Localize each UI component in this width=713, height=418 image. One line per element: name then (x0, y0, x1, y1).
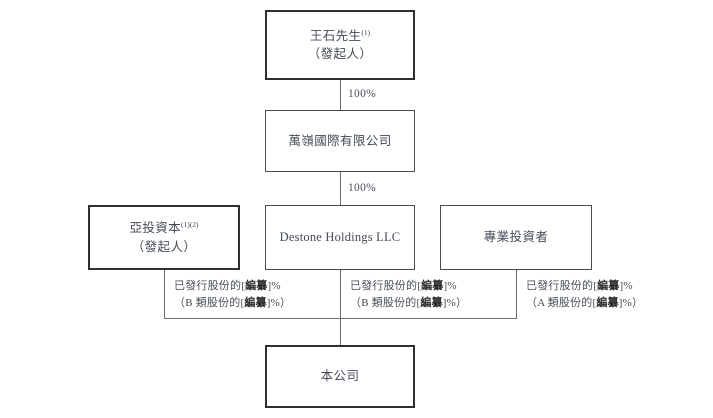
share-note-destone-line2: （B 類股份的[編纂]%） (350, 296, 468, 309)
share-note-asia-capital-line2: （B 類股份的[編纂]%） (174, 296, 292, 309)
node-professional-investor-label: 專業投資者 (483, 230, 549, 245)
connector-holdco-to-destone (340, 172, 341, 205)
share-note-asia-capital-line2-fill: 編纂 (244, 296, 267, 309)
node-professional-investor: 專業投資者 (440, 205, 592, 270)
share-note-asia-capital-line1-fill: 編纂 (245, 280, 268, 292)
edge-label-founder-to-holdco: 100% (348, 88, 377, 100)
node-founder: 王石先生(1) （發起人） (265, 10, 415, 80)
node-asia-capital-text: 亞投資本(1)(2) （發起人） (129, 219, 198, 255)
node-holdco: 萬嶺國際有限公司 (265, 110, 415, 172)
node-the-company: 本公司 (265, 345, 415, 408)
share-note-destone-line2-fill: 編纂 (420, 296, 443, 309)
node-founder-text: 王石先生(1) （發起人） (308, 27, 373, 63)
share-note-professional-investor-line2-fill: 編纂 (596, 296, 619, 309)
node-destone-label: Destone Holdings LLC (279, 230, 401, 245)
node-holdco-label: 萬嶺國際有限公司 (288, 133, 392, 148)
connector-asia-capital-drop (164, 270, 165, 318)
connector-destone-drop (340, 270, 341, 318)
connector-professional-investor-drop (516, 270, 517, 318)
connector-founder-to-holdco (340, 80, 341, 110)
node-destone: Destone Holdings LLC (265, 205, 415, 270)
share-note-professional-investor-line1-fill: 編纂 (597, 280, 620, 292)
node-the-company-label: 本公司 (320, 369, 360, 384)
share-note-destone: 已發行股份的[編纂]% （B 類股份的[編纂]%） (350, 278, 467, 311)
node-founder-sublabel: （發起人） (307, 47, 373, 61)
edge-label-holdco-to-destone: 100% (348, 182, 377, 194)
share-note-destone-line1: 已發行股份的[編纂]% (350, 280, 457, 292)
node-founder-label: 王石先生(1) (309, 27, 371, 43)
share-note-asia-capital-line1: 已發行股份的[編纂]% (174, 280, 281, 292)
share-note-professional-investor-line1: 已發行股份的[編纂]% (526, 280, 633, 292)
share-note-professional-investor: 已發行股份的[編纂]% （A 類股份的[編纂]%） (526, 278, 643, 311)
node-asia-capital-footnote-marks: (1)(2) (181, 220, 199, 230)
node-founder-footnote-marks: (1) (361, 27, 371, 37)
share-note-asia-capital: 已發行股份的[編纂]% （B 類股份的[編纂]%） (174, 278, 291, 311)
share-note-professional-investor-line2: （A 類股份的[編纂]%） (526, 296, 644, 309)
node-asia-capital-sublabel: （發起人） (131, 239, 197, 254)
share-note-destone-line1-fill: 編纂 (421, 280, 444, 292)
node-asia-capital-label: 亞投資本(1)(2) (129, 220, 199, 236)
connector-bus-to-company (340, 318, 341, 345)
node-asia-capital: 亞投資本(1)(2) （發起人） (88, 205, 240, 270)
